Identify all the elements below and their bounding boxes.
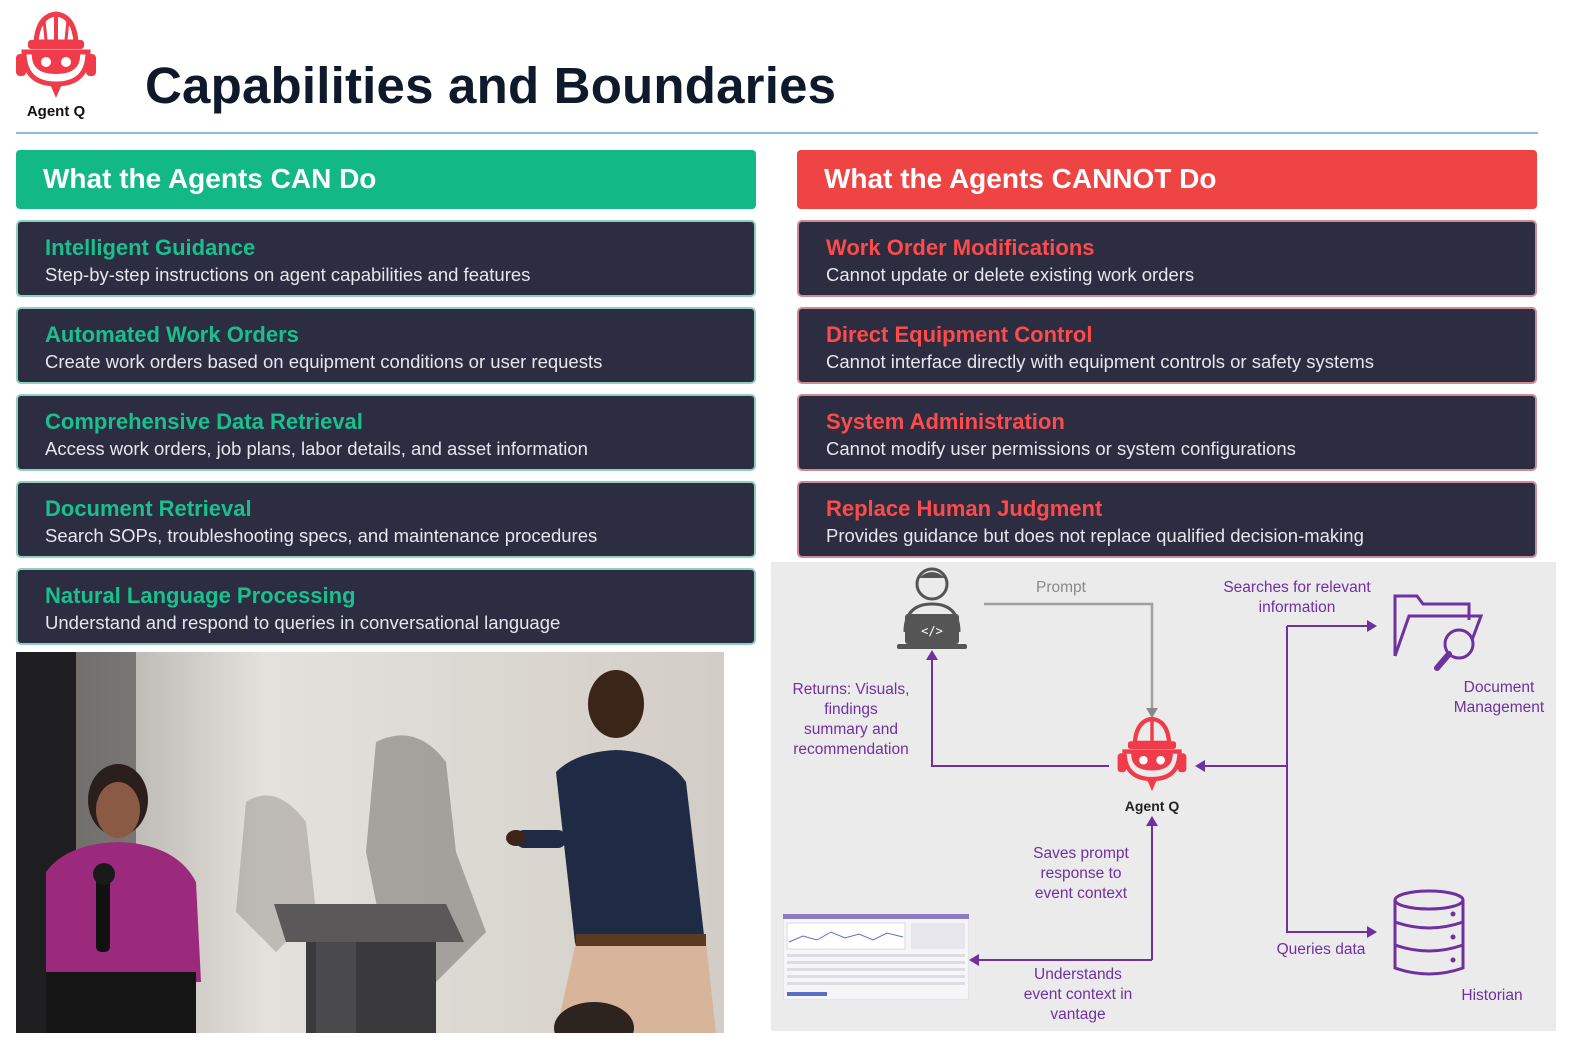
- returns-line: Returns: Visuals,: [792, 681, 910, 698]
- saves-line: event context: [1034, 885, 1128, 902]
- card-desc: Cannot modify user permissions or system…: [826, 438, 1296, 459]
- title-divider: [16, 132, 1538, 134]
- database-icon: [1393, 889, 1465, 976]
- saves-line: Saves prompt: [1033, 845, 1129, 862]
- cannot-card-work-order-mods: Work Order Modifications Cannot update o…: [797, 220, 1537, 297]
- agent-q-center-icon: [1117, 716, 1187, 792]
- doc-mgmt-line: Management: [1453, 699, 1545, 716]
- prompt-label: Prompt: [1036, 579, 1086, 596]
- understands-line: vantage: [1050, 1006, 1106, 1023]
- card-desc: Cannot interface directly with equipment…: [826, 351, 1375, 372]
- can-card-intelligent-guidance: Intelligent Guidance Step-by-step instru…: [16, 220, 756, 297]
- folder-search-icon: [1393, 594, 1484, 671]
- diagram-connectors: [926, 602, 1377, 966]
- can-card-document-retrieval: Document Retrieval Search SOPs, troubles…: [16, 481, 756, 558]
- historian-label: Historian: [1461, 987, 1523, 1004]
- card-desc: Understand and respond to queries in con…: [45, 612, 561, 633]
- can-card-nlp: Natural Language Processing Understand a…: [16, 568, 756, 645]
- speaker-scene: [16, 652, 724, 1033]
- doc-mgmt-line: Document: [1463, 679, 1535, 696]
- card-title: System Administration: [826, 409, 1065, 434]
- agent-architecture-diagram: </>: [771, 562, 1556, 1031]
- searches-line: Searches for relevant: [1223, 579, 1371, 596]
- returns-line: recommendation: [793, 741, 909, 758]
- agent-q-logo-icon: [16, 11, 96, 98]
- svg-text:</>: </>: [921, 624, 943, 638]
- card-title: Replace Human Judgment: [826, 496, 1103, 521]
- saves-line: response to: [1040, 865, 1122, 882]
- speaker-video-feed: [16, 652, 724, 1033]
- cannot-header: What the Agents CANNOT Do: [797, 150, 1537, 209]
- card-desc: Search SOPs, troubleshooting specs, and …: [45, 525, 598, 546]
- card-desc: Cannot update or delete existing work or…: [826, 264, 1195, 285]
- user-laptop-icon: </>: [897, 567, 967, 649]
- agent-q-label: Agent Q: [1124, 798, 1180, 814]
- understands-line: event context in: [1023, 986, 1133, 1003]
- understands-label: Understands event context in vantage: [1003, 965, 1153, 1025]
- can-card-automated-work-orders: Automated Work Orders Create work orders…: [16, 307, 756, 384]
- card-title: Work Order Modifications: [826, 235, 1095, 260]
- card-title: Natural Language Processing: [45, 583, 356, 608]
- card-desc: Provides guidance but does not replace q…: [826, 525, 1364, 546]
- queries-data-label: Queries data: [1276, 941, 1366, 958]
- searches-label: Searches for relevant information: [1203, 578, 1391, 618]
- card-title: Direct Equipment Control: [826, 322, 1093, 347]
- card-desc: Create work orders based on equipment co…: [45, 351, 603, 372]
- cannot-card-system-admin: System Administration Cannot modify user…: [797, 394, 1537, 471]
- card-desc: Step-by-step instructions on agent capab…: [45, 264, 531, 285]
- saves-prompt-label: Saves prompt response to event context: [1011, 844, 1151, 904]
- returns-line: findings: [824, 701, 878, 718]
- page-title: Capabilities and Boundaries: [145, 57, 837, 114]
- returns-line: summary and: [804, 721, 898, 738]
- card-title: Automated Work Orders: [45, 322, 299, 347]
- logo-label: Agent Q: [26, 103, 86, 120]
- card-title: Document Retrieval: [45, 496, 252, 521]
- searches-line: information: [1258, 599, 1336, 616]
- can-card-data-retrieval: Comprehensive Data Retrieval Access work…: [16, 394, 756, 471]
- dashboard-thumbnail-icon: [783, 914, 969, 1000]
- card-title: Comprehensive Data Retrieval: [45, 409, 363, 434]
- returns-label: Returns: Visuals, findings summary and r…: [775, 680, 927, 760]
- agent-q-logo: Agent Q: [8, 6, 104, 124]
- cannot-card-equipment-control: Direct Equipment Control Cannot interfac…: [797, 307, 1537, 384]
- understands-line: Understands: [1034, 966, 1122, 983]
- can-header: What the Agents CAN Do: [16, 150, 756, 209]
- card-desc: Access work orders, job plans, labor det…: [45, 438, 588, 459]
- document-management-label: Document Management: [1439, 678, 1556, 718]
- cannot-card-human-judgment: Replace Human Judgment Provides guidance…: [797, 481, 1537, 558]
- card-title: Intelligent Guidance: [45, 235, 256, 260]
